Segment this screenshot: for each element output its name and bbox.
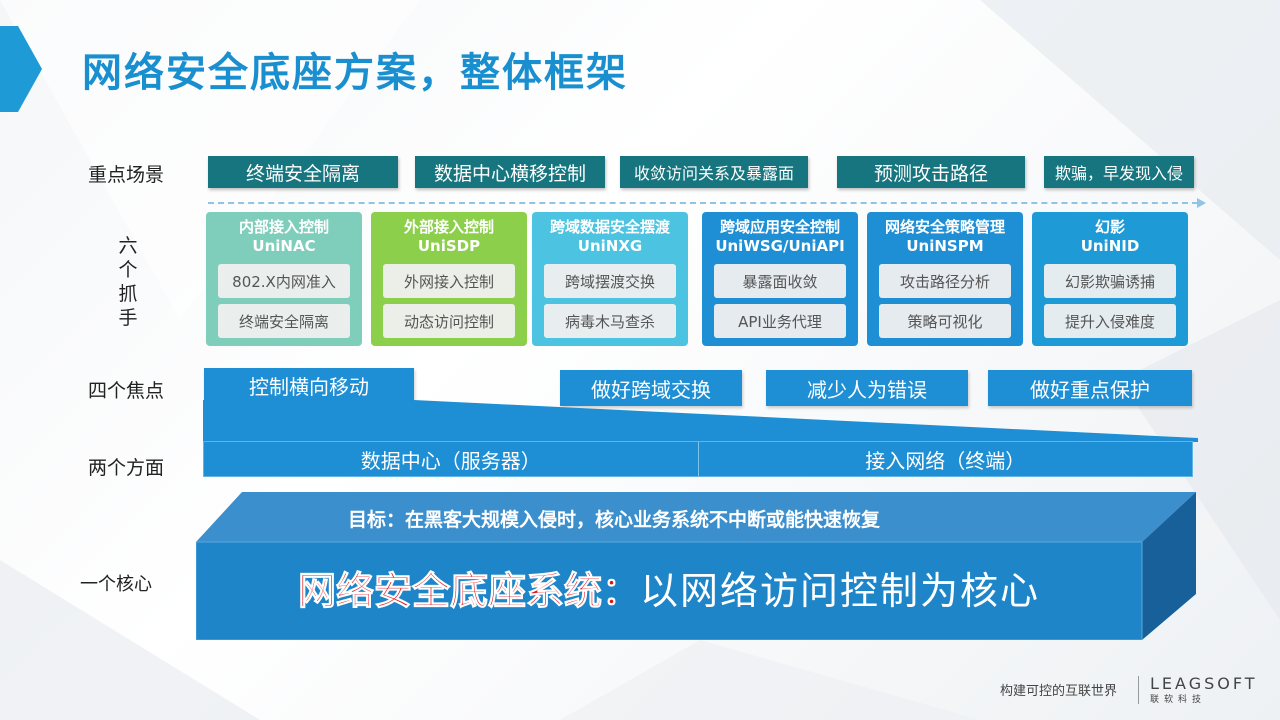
row-label-four-focus: 四个焦点 [88,380,165,402]
grab-card-unisdp: 外部接入控制 UniSDP 外网接入控制 动态访问控制 [371,212,527,346]
grab-card-uninxg: 跨域数据安全摆渡 UniNXG 跨域摆渡交换 病毒木马查杀 [532,212,688,346]
grab-card-uninid: 幻影 UniNID 幻影欺骗诱捕 提升入侵难度 [1032,212,1188,346]
grab-item: API业务代理 [714,304,846,338]
scenario-deception: 欺骗，早发现入侵 [1044,156,1194,188]
grab-item: 跨域摆渡交换 [544,264,676,298]
focus-cross-domain: 做好跨域交换 [560,370,742,406]
row-label-six-grabs: 六 个 抓 手 [118,235,138,329]
footer-divider [1138,676,1139,704]
timeline-arrow [208,198,1206,208]
row-label-two-aspects: 两个方面 [88,457,165,479]
aspect-access-network: 接入网络（终端） [697,442,1193,476]
scenario-terminal-isolation: 终端安全隔离 [208,156,398,188]
focus-wedge [203,400,1198,442]
grab-item: 提升入侵难度 [1044,304,1176,338]
core-statement: 网络安全底座系统：以网络访问控制为核心 [196,560,1142,615]
company-logo-text: LEAGSOFT [1150,674,1258,693]
row-label-scenarios: 重点场景 [88,164,165,186]
footer-slogan: 构建可控的互联世界 [1000,684,1118,699]
focus-key-protection: 做好重点保护 [988,370,1192,406]
grab-item: 802.X内网准入 [218,264,350,298]
grab-card-uniwsg: 跨域应用安全控制 UniWSG/UniAPI 暴露面收敛 API业务代理 [702,212,858,346]
grab-item: 幻影欺骗诱捕 [1044,264,1176,298]
core-goal: 目标：在黑客大规模入侵时，核心业务系统不中断或能快速恢复 [347,509,880,531]
grab-item: 策略可视化 [879,304,1011,338]
grab-item: 暴露面收敛 [714,264,846,298]
title-accent-shape [0,26,42,112]
row-label-one-core: 一个核心 [80,574,152,595]
core-rest: 以网络访问控制为核心 [640,569,1041,613]
grab-item: 终端安全隔离 [218,304,350,338]
core-3d-box [196,492,1196,640]
scenario-dc-lateral-control: 数据中心横移控制 [415,156,605,188]
grab-item: 病毒木马查杀 [544,304,676,338]
core-highlight: 网络安全底座系统： [297,569,640,614]
grab-item: 动态访问控制 [383,304,515,338]
aspect-data-center: 数据中心（服务器） [360,448,541,473]
aspect-bar: 数据中心（服务器） 接入网络（终端） [203,441,1193,477]
page-title: 网络安全底座方案，整体框架 [82,50,628,96]
scenario-exposure-convergence: 收敛访问关系及暴露面 [620,156,808,188]
focus-lateral-movement: 控制横向移动 [204,368,414,402]
company-logo-cn: 联软科技 [1150,695,1207,705]
grab-card-uninspm: 网络安全策略管理 UniNSPM 攻击路径分析 策略可视化 [867,212,1023,346]
grab-item: 外网接入控制 [383,264,515,298]
grab-item: 攻击路径分析 [879,264,1011,298]
focus-human-error: 减少人为错误 [766,370,968,406]
grab-card-uninac: 内部接入控制 UniNAC 802.X内网准入 终端安全隔离 [206,212,362,346]
scenario-attack-path-prediction: 预测攻击路径 [837,156,1025,188]
